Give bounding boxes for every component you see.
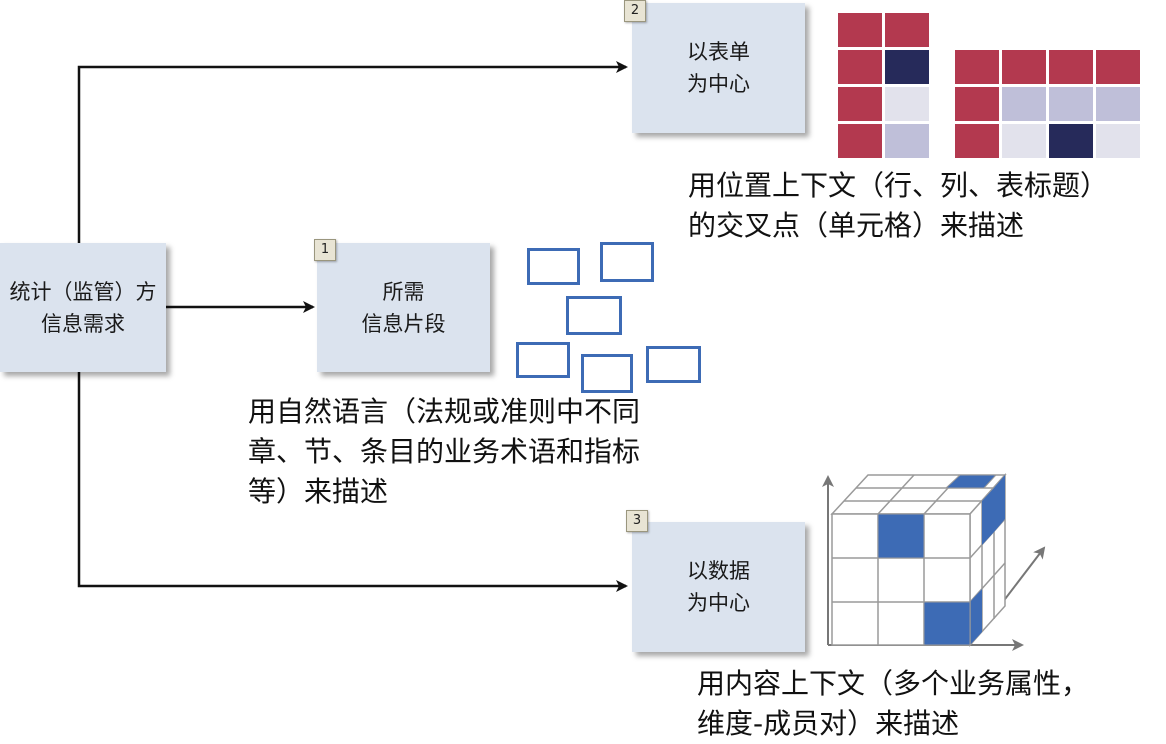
data-node: 以数据 为中心 [632,522,805,652]
data-caption: 用内容上下文（多个业务属性， 维度-成员对）来描述 [697,664,1089,744]
table-cell [1049,50,1093,84]
table-cell [955,87,999,121]
form-node: 以表单 为中心 [632,3,805,133]
fragment-node-line-2: 信息片段 [361,311,446,336]
form-cell [838,124,882,158]
connector-to-form [77,61,628,243]
connector-to-data [77,372,628,592]
fragment-caption: 用自然语言（法规或准则中不同 章、节、条目的业务术语和指标 等）来描述 [248,392,640,512]
data-caption-line-1: 用内容上下文（多个业务属性， [697,667,1090,700]
cube-gridline [969,562,1006,603]
fragment-piece [527,248,580,285]
table-grid-illustration [955,50,1140,158]
form-cell [885,87,929,121]
table-cell [1002,50,1046,84]
cube-highlight-cell [877,513,925,559]
fragment-caption-line-2: 章、节、条目的业务术语和指标 [248,435,641,468]
form-cell [885,50,929,84]
table-cell [1002,124,1046,158]
source-box: 统计（监管）方 信息需求 [0,243,166,372]
fragment-node: 所需 信息片段 [317,243,490,372]
form-badge: 2 [624,0,646,22]
data-node-line-2: 为中心 [687,591,750,615]
table-cell [1096,124,1140,158]
fragment-piece [646,346,701,383]
fragment-badge: 1 [314,239,336,261]
form-caption: 用位置上下文（行、列、表标题） 的交叉点（单元格）来描述 [688,166,1108,246]
form-cell [885,124,929,158]
data-badge: 3 [626,510,648,532]
cube-highlight-cell [970,589,982,645]
fragment-caption-line-3: 等）来描述 [248,475,389,508]
cube-highlight-cell [923,601,971,646]
cube-highlight-cell [994,475,1005,532]
form-cell [838,50,882,84]
cube-gridline [877,474,915,515]
form-caption-line-2: 的交叉点（单元格）来描述 [688,209,1025,242]
fragment-node-line-1: 所需 [382,279,425,304]
form-node-line-1: 以表单 [687,40,750,64]
table-cell [1049,124,1093,158]
form-caption-line-1: 用位置上下文（行、列、表标题） [688,169,1109,202]
form-cell [885,13,929,47]
form-cell [838,87,882,121]
table-cell [1096,87,1140,121]
table-cell [955,50,999,84]
table-cell [1002,87,1046,121]
form-cell [838,13,882,47]
table-cell [1049,87,1093,121]
form-grid-illustration [838,13,929,158]
source-line-1: 统计（监管）方 [9,279,157,304]
fragment-piece [516,342,570,378]
data-caption-line-2: 维度-成员对）来描述 [697,707,960,740]
cube-highlight-cell [982,488,994,545]
table-cell [955,124,999,158]
table-cell [1096,50,1140,84]
fragment-piece [600,242,654,282]
fragment-caption-line-1: 用自然语言（法规或准则中不同 [248,395,641,428]
fragment-piece [581,354,633,393]
data-node-line-1: 以数据 [687,559,750,583]
cube-highlight-cell [944,474,998,489]
fragment-piece [566,296,622,335]
source-line-2: 信息需求 [41,311,125,336]
form-node-line-2: 为中心 [687,72,750,96]
